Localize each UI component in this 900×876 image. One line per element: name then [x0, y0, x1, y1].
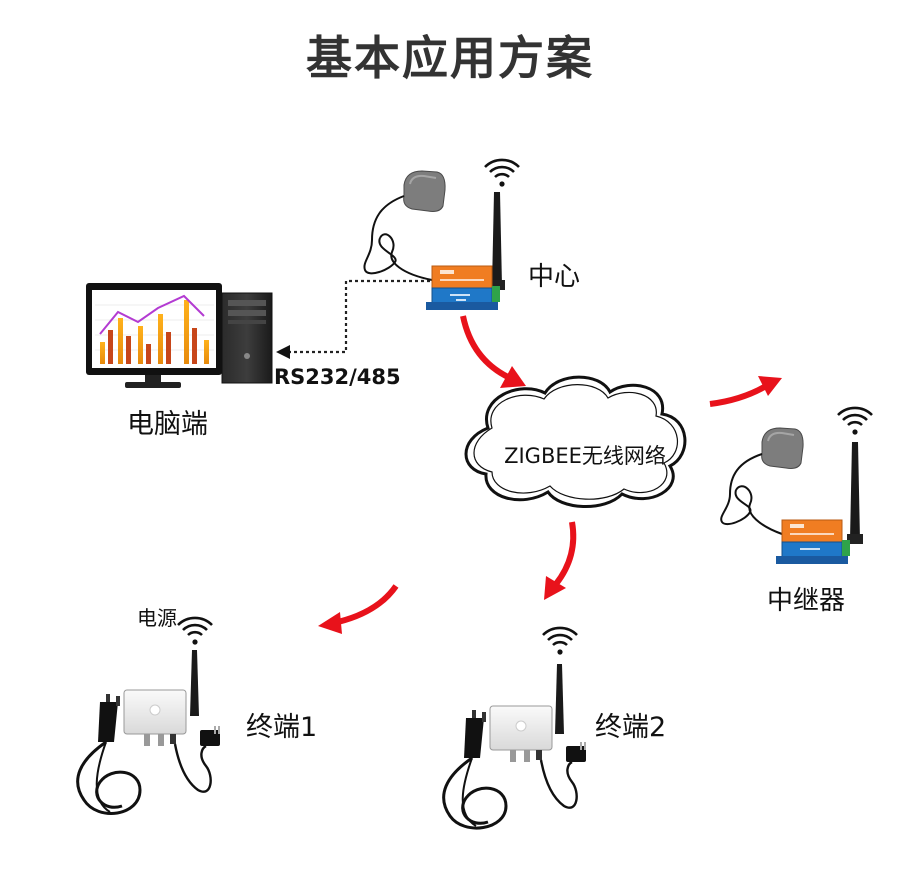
page-title: 基本应用方案: [306, 31, 594, 85]
center-label: 中心: [528, 262, 581, 292]
cloud-icon: [464, 375, 687, 508]
router-label: 中继器: [767, 586, 846, 616]
terminal2-device-icon: [442, 664, 586, 830]
computer-icon: [86, 283, 273, 388]
interface-label: RS232/485: [274, 365, 401, 389]
serial-connection-line: [276, 279, 430, 359]
wifi-icon: [177, 616, 213, 645]
arrow-cloud-to-router: [709, 376, 782, 407]
arrow-center-to-cloud: [460, 315, 526, 388]
network-label: ZIGBEE无线网络: [504, 444, 666, 468]
router-gateway-icon: [720, 427, 863, 564]
terminal1-label: 终端1: [246, 712, 318, 743]
power-label: 电源: [137, 606, 177, 630]
arrow-cloud-to-terminal1: [318, 584, 399, 634]
terminal2-label: 终端2: [595, 712, 667, 743]
wifi-icon: [542, 626, 578, 655]
wifi-icon: [837, 406, 873, 435]
wifi-icon: [484, 158, 520, 187]
terminal1-device-icon: [76, 650, 220, 815]
arrow-cloud-to-terminal2: [544, 521, 577, 600]
center-gateway-icon: [363, 170, 505, 310]
computer-label: 电脑端: [127, 409, 208, 440]
